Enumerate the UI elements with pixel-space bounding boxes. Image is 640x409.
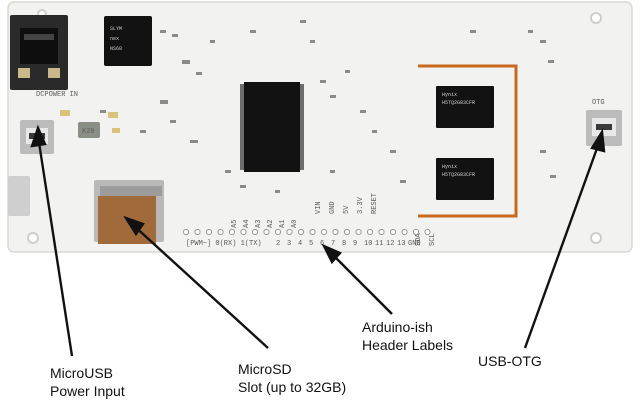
magnetics-chip: SLYM nex NS68 bbox=[104, 16, 152, 66]
header-hole bbox=[194, 228, 201, 236]
header-hole bbox=[320, 228, 328, 236]
5v-label: 5V bbox=[343, 205, 351, 214]
magnetics-text-3: NS68 bbox=[110, 46, 122, 52]
scl-label: SCL bbox=[429, 233, 437, 246]
arrow-icon bbox=[590, 128, 606, 153]
otg-silkscreen: OTG bbox=[592, 99, 605, 107]
analog-pin-label: A5 bbox=[231, 220, 239, 228]
header-hole bbox=[182, 228, 190, 236]
3v3-label: 3.3V bbox=[357, 196, 365, 214]
arrow-icon bbox=[131, 223, 269, 349]
header-hole bbox=[297, 228, 305, 236]
analog-pin-label: A4 bbox=[243, 220, 251, 228]
header-hole bbox=[251, 228, 259, 236]
dc-power-label: DCPOWER IN bbox=[36, 91, 78, 99]
small-components bbox=[100, 20, 556, 193]
digital-pin-label: 9 bbox=[353, 240, 357, 248]
inductor: K20 bbox=[78, 122, 100, 138]
header-hole bbox=[309, 228, 316, 236]
vin-label: VIN bbox=[315, 201, 323, 214]
ram-top-text-2: H5TQ2G83CFR bbox=[442, 100, 475, 106]
mounting-hole bbox=[590, 12, 602, 24]
annotation-arrows bbox=[30, 124, 606, 357]
inductor-label: K20 bbox=[82, 128, 95, 136]
arrow-icon bbox=[329, 251, 393, 315]
magnetics-text-2: nex bbox=[110, 36, 119, 42]
headers-line-1: Arduino-ish bbox=[362, 319, 433, 335]
header-hole bbox=[205, 228, 213, 236]
digital-pin-label: 13 bbox=[397, 240, 405, 248]
ram-top-text-1: Hynix bbox=[442, 92, 457, 98]
magnetics-text-1: SLYM bbox=[110, 26, 122, 32]
header-hole bbox=[240, 228, 247, 236]
mounting-hole bbox=[590, 232, 602, 244]
header-hole bbox=[378, 228, 385, 236]
soc-chip bbox=[240, 82, 304, 172]
digital-pin-label: 12 bbox=[386, 240, 394, 248]
analog-pin-label: A3 bbox=[255, 220, 263, 228]
microsd-slot bbox=[94, 180, 164, 244]
header-hole bbox=[228, 228, 236, 236]
copper-trace bbox=[418, 64, 518, 218]
header-hole bbox=[274, 228, 282, 236]
analog-pin-labels: A5 A4 A3 A2 A1 A0 bbox=[231, 220, 299, 228]
pwm-header-label: [PWM~] 0(RX) 1(TX) bbox=[186, 240, 262, 248]
arrow-icon bbox=[30, 124, 47, 148]
ram-bottom-text-2: H5TQ2G83CFR bbox=[442, 172, 475, 178]
gnd-label: GND bbox=[329, 201, 337, 214]
usb-otg-port bbox=[586, 110, 622, 146]
header-hole bbox=[217, 228, 224, 236]
header-holes bbox=[182, 228, 431, 236]
header-hole bbox=[286, 228, 293, 236]
sda-label: SDA bbox=[415, 233, 423, 246]
ethernet-jack bbox=[10, 15, 68, 90]
analog-pin-label: A0 bbox=[291, 220, 299, 228]
arrow-icon bbox=[123, 215, 145, 237]
digital-pin-label: GND bbox=[408, 240, 421, 248]
header-hole bbox=[401, 228, 408, 236]
side-connector bbox=[8, 176, 30, 216]
microsd-line-1: MicroSD bbox=[238, 361, 292, 377]
reset-label: RESET bbox=[371, 193, 379, 214]
header-hole bbox=[263, 228, 270, 236]
usb-otg-label: USB-OTG bbox=[478, 353, 542, 369]
microsd-line-2: Slot (up to 32GB) bbox=[238, 379, 347, 395]
header-hole bbox=[332, 228, 339, 236]
analog-pin-label: A1 bbox=[279, 220, 287, 228]
arrow-icon bbox=[321, 243, 342, 265]
digital-pin-label: 2 bbox=[276, 240, 280, 248]
power-input-label: MicroUSB Power Input bbox=[50, 364, 125, 400]
digital-pin-label: 7 bbox=[331, 240, 335, 248]
digital-pin-label: 4 bbox=[298, 240, 302, 248]
digital-pin-label: 10 bbox=[364, 240, 372, 248]
arrow-icon bbox=[523, 139, 602, 349]
header-hole bbox=[412, 228, 420, 236]
analog-pin-label: A2 bbox=[267, 220, 275, 228]
ram-chip-bottom: Hynix H5TQ2G83CFR bbox=[436, 158, 494, 200]
ram-chip-top: Hynix H5TQ2G83CFR bbox=[436, 86, 494, 128]
digital-pin-label: 11 bbox=[375, 240, 383, 248]
mounting-hole bbox=[27, 232, 39, 244]
header-hole bbox=[355, 228, 362, 236]
digital-pin-label: 5 bbox=[309, 240, 313, 248]
arrow-icon bbox=[36, 135, 74, 357]
header-hole bbox=[424, 228, 431, 236]
headers-line-2: Header Labels bbox=[362, 337, 454, 353]
header-hole bbox=[389, 228, 397, 236]
digital-pin-label: 8 bbox=[342, 240, 346, 248]
ram-bottom-text-1: Hynix bbox=[442, 164, 457, 170]
headers-label: Arduino-ish Header Labels bbox=[362, 318, 453, 354]
power-input-line-2: Power Input bbox=[50, 383, 125, 399]
header-hole bbox=[343, 228, 351, 236]
microsd-label: MicroSD Slot (up to 32GB) bbox=[238, 360, 346, 396]
capacitors bbox=[60, 110, 120, 133]
digital-pin-label: 3 bbox=[287, 240, 291, 248]
header-hole bbox=[366, 228, 374, 236]
power-input-line-1: MicroUSB bbox=[50, 365, 114, 381]
